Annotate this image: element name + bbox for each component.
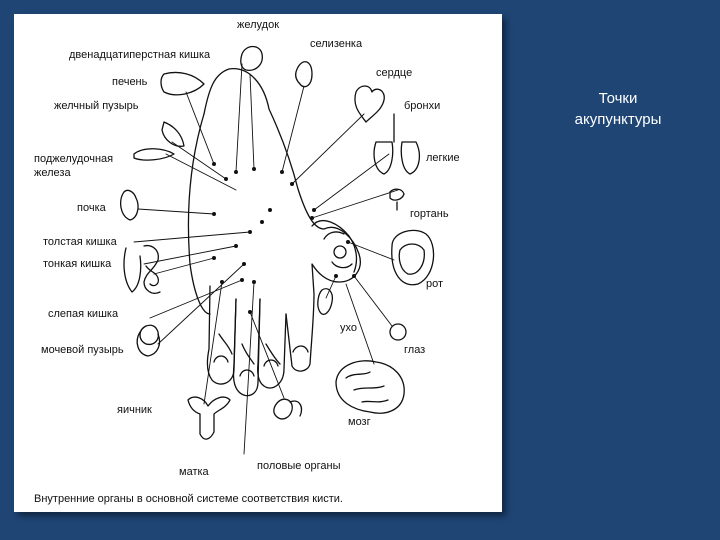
point (212, 256, 216, 260)
point (352, 274, 356, 278)
brain-sketch (335, 360, 405, 414)
label-yaichnik: яичник (117, 404, 152, 416)
label-rot: рот (426, 278, 444, 290)
gallbladder-sketch (161, 121, 185, 147)
larynx-sketch (389, 188, 405, 211)
label-glaz: глаз (404, 344, 426, 356)
point (310, 216, 314, 220)
leader-lines (133, 63, 399, 455)
label-zheludok: желудок (237, 19, 280, 31)
kidney-sketch (119, 189, 139, 221)
label-podzhel-2: железа (34, 167, 71, 179)
point (252, 280, 256, 284)
thumb-brow (323, 231, 345, 240)
intestine-sketch (145, 265, 160, 287)
label-matka: матка (179, 466, 209, 478)
hand-outline (203, 68, 361, 372)
point (290, 182, 294, 186)
label-dvenadtsat: двенадцатиперстная кишка (69, 49, 211, 61)
spleen-sketch (294, 61, 313, 88)
point (240, 278, 244, 282)
label-tolstaya: толстая кишка (43, 236, 117, 248)
point (220, 280, 224, 284)
point (312, 208, 316, 212)
point (334, 274, 338, 278)
label-pechen: печень (112, 76, 148, 88)
thumb-eye (333, 245, 347, 259)
label-mozg: мозг (348, 416, 371, 428)
diagram-caption: Внутренние органы в основной системе соо… (34, 493, 343, 505)
ovary-sketch (187, 396, 231, 440)
point (234, 244, 238, 248)
hand-diagram (119, 45, 435, 455)
label-serdtse: сердце (376, 67, 413, 79)
thumb-outline (311, 220, 358, 273)
finger-index (206, 285, 237, 385)
label-selezenka: селизенка (310, 38, 363, 50)
label-uho: ухо (340, 322, 357, 334)
label-gortan: гортань (410, 208, 449, 220)
label-legkie: легкие (426, 152, 460, 164)
point (234, 170, 238, 174)
liver-sketch (160, 71, 205, 96)
point (252, 167, 256, 171)
point (212, 212, 216, 216)
point (242, 262, 246, 266)
label-podzhel-1: поджелудочная (34, 153, 114, 165)
lungs-sketch (373, 113, 421, 175)
cecum-sketch (139, 324, 160, 346)
nail-1 (213, 355, 229, 363)
finger-middle (232, 298, 261, 397)
label-pochka: почка (77, 202, 106, 214)
nail-4 (292, 345, 309, 353)
label-zhelchny: желчный пузырь (54, 100, 139, 112)
slide-title-line-1: Точки (598, 90, 638, 107)
label-bronhi: бронхи (404, 100, 441, 112)
point (248, 310, 252, 314)
pancreas-sketch (133, 148, 175, 161)
ear-sketch (317, 288, 334, 316)
nail-3 (263, 359, 279, 367)
label-tonkaya: тонкая кишка (43, 258, 112, 270)
thumb-mouth (331, 261, 353, 269)
point (248, 230, 252, 234)
acupuncture-points (212, 162, 356, 314)
nail-2 (239, 369, 255, 377)
point (346, 240, 350, 244)
diagram-panel: желудок двенадцатиперстная кишка селизен… (14, 14, 502, 512)
label-polovye: половые органы (257, 460, 341, 472)
finger-ring (257, 298, 287, 389)
stomach-sketch (240, 45, 263, 71)
point (268, 208, 272, 212)
wrist-crease (218, 333, 281, 365)
point (260, 220, 264, 224)
heart-sketch (354, 85, 385, 123)
eye-sketch (389, 323, 407, 341)
genitals-sketch (273, 398, 303, 420)
slide-title: Точки акупунктуры (548, 88, 688, 130)
palm-left-edge (187, 113, 211, 315)
label-slepaya: слепая кишка (48, 308, 119, 320)
mouth-sketch (391, 229, 435, 286)
label-mochevoy: мочевой пузырь (41, 344, 124, 356)
slide-title-line-2: акупунктуры (574, 111, 662, 128)
point (280, 170, 284, 174)
point (224, 177, 228, 181)
point (212, 162, 216, 166)
